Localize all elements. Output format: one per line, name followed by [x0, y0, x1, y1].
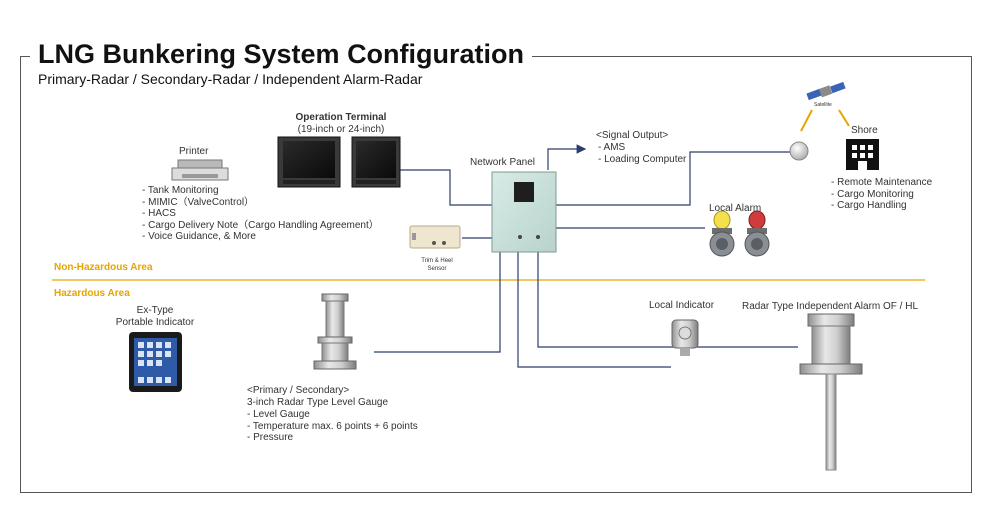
list-item: - Temperature max. 6 points + 6 points: [247, 420, 418, 432]
signal-output-label: <Signal Output>: [596, 130, 669, 141]
satellite-icon: [806, 81, 846, 101]
satellite-label: Satellite: [814, 102, 832, 108]
list-item: - Cargo Handling: [831, 200, 907, 211]
monitor-icon: [351, 136, 401, 188]
local-indicator-label: Local Indicator: [649, 300, 715, 311]
level-gauge-list: - Level Gauge - Temperature max. 6 point…: [247, 409, 418, 444]
level-gauge-icon: [313, 293, 357, 370]
network-panel-icon: [491, 171, 557, 253]
portable-indicator-line2: Portable Indicator: [115, 317, 195, 328]
antenna-dome-icon: [789, 141, 809, 161]
page-subtitle: Primary-Radar / Secondary-Radar / Indepe…: [38, 71, 423, 87]
title-container: LNG Bunkering System Configuration: [30, 36, 533, 72]
trim-heel-label-line2: Sensor: [427, 266, 447, 272]
portable-indicator-line1: Ex-Type: [136, 305, 174, 316]
list-item: - Voice Guidance, & More: [142, 231, 256, 242]
operation-terminal-label: Operation Terminal: [295, 112, 387, 123]
list-item: - Level Gauge: [247, 409, 310, 420]
shore-list: - Remote Maintenance - Cargo Monitoring …: [831, 177, 932, 212]
local-alarm-icon: [744, 210, 770, 257]
hazardous-area-label: Hazardous Area: [54, 288, 130, 299]
local-alarm-label: Local Alarm: [709, 203, 762, 214]
tablet-icon: [129, 332, 182, 392]
radar-alarm-gauge-icon: [799, 313, 863, 471]
building-icon: [846, 139, 879, 170]
shore-label: Shore: [851, 125, 878, 136]
terminal-feature-list: - Tank Monitoring - MIMIC（ValveControl） …: [142, 185, 379, 243]
list-item: - HACS: [142, 208, 176, 219]
list-item: - Cargo Delivery Note（Cargo Handling Agr…: [142, 219, 379, 231]
list-item: - Cargo Monitoring: [831, 188, 914, 200]
level-gauge-header: <Primary / Secondary>: [247, 385, 350, 396]
trim-heel-sensor-icon: [409, 225, 461, 249]
wiring: [374, 144, 798, 368]
monitor-icon: [277, 136, 341, 188]
level-gauge-name: 3-inch Radar Type Level Gauge: [247, 397, 389, 408]
network-panel-label: Network Panel: [470, 157, 536, 168]
local-alarm-icon: [709, 210, 735, 257]
non-hazardous-area-label: Non-Hazardous Area: [54, 262, 153, 273]
list-item: - MIMIC（ValveControl）: [142, 196, 255, 208]
signal-output-list: - AMS - Loading Computer: [598, 142, 686, 165]
radar-alarm-label: Radar Type Independent Alarm OF / HL: [742, 301, 919, 312]
satellite-links: [800, 109, 850, 132]
local-indicator-icon: [671, 319, 699, 356]
list-item: - Pressure: [247, 432, 294, 443]
list-item: - Loading Computer: [598, 153, 687, 165]
printer-icon: [171, 159, 229, 181]
trim-heel-label-line1: Trim & Heel: [421, 258, 453, 264]
printer-label: Printer: [179, 146, 209, 157]
operation-terminal-size: (19-inch or 24-inch): [297, 124, 385, 135]
list-item: - Remote Maintenance: [831, 177, 933, 188]
page-title: LNG Bunkering System Configuration: [38, 39, 525, 69]
list-item: - Tank Monitoring: [142, 185, 219, 196]
list-item: - AMS: [598, 142, 626, 153]
